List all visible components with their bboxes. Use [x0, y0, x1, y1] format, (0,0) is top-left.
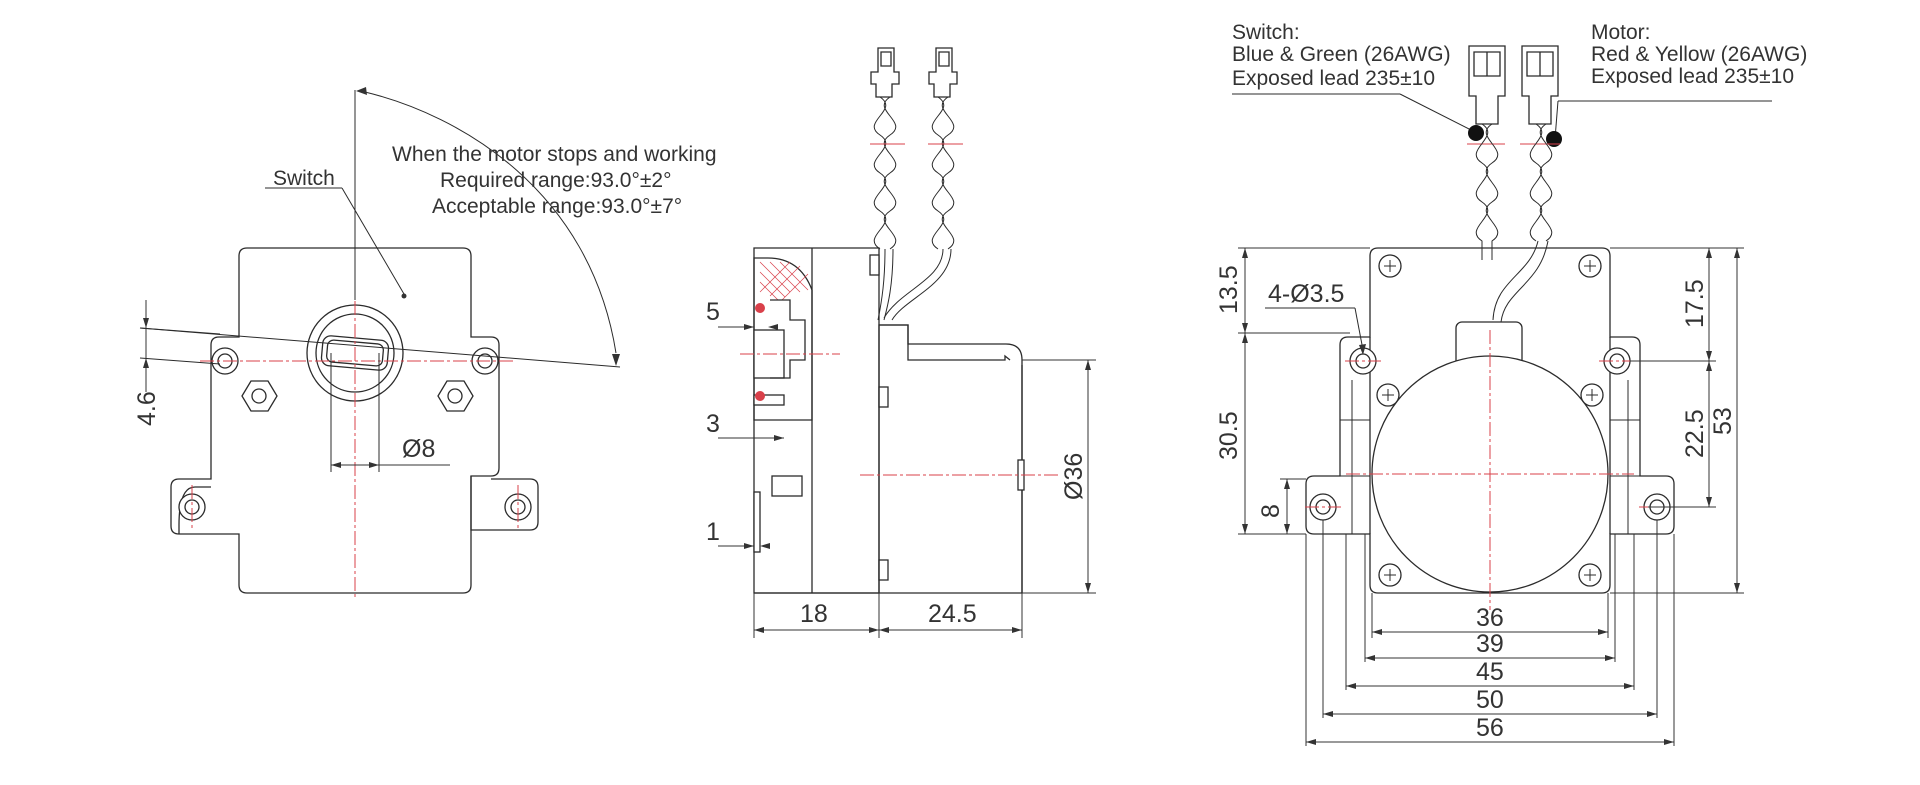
front-housing-outline — [170, 247, 500, 594]
dim-side-1: 1 — [706, 518, 720, 546]
front-lower-right-ear — [470, 476, 539, 531]
dim-back-w50: 50 — [1476, 686, 1504, 714]
switch-wires-title: Switch: — [1232, 21, 1300, 44]
angle-note-line2: Required range:93.0°±2° — [440, 169, 671, 192]
dim-back-22-5: 22.5 — [1681, 409, 1709, 458]
dim-back-53: 53 — [1709, 407, 1737, 435]
front-lower-left-ear — [178, 486, 211, 534]
back-plate — [1305, 247, 1675, 594]
switch-label: Switch — [273, 167, 335, 190]
dim-back-30-5: 30.5 — [1215, 411, 1243, 460]
dim-back-8: 8 — [1257, 504, 1285, 518]
side-connector-right — [928, 47, 958, 98]
back-view: Switch: Blue & Green (26AWG) Exposed lea… — [1215, 21, 1807, 746]
front-hex-nut-right — [437, 380, 474, 412]
back-wire-switch — [1475, 123, 1489, 260]
back-wire-motor — [1529, 123, 1543, 242]
side-motor-body — [878, 324, 1023, 594]
side-wire-left-a — [873, 96, 887, 250]
switch-wires-lead: Exposed lead 235±10 — [1232, 67, 1435, 90]
dim-back-w45: 45 — [1476, 658, 1504, 686]
motor-wires-colors: Red & Yellow (26AWG) — [1591, 43, 1807, 66]
dim-side-24-5: 24.5 — [928, 600, 977, 628]
back-connector-switch — [1468, 45, 1506, 125]
dim-back-w39: 39 — [1476, 630, 1504, 658]
dim-back-w36: 36 — [1476, 604, 1504, 632]
side-view: 5 3 1 18 24.5 Ø36 — [706, 47, 1096, 638]
motor-wires-lead: Exposed lead 235±10 — [1591, 65, 1794, 88]
dim-back-holes: 4-Ø3.5 — [1268, 280, 1344, 308]
dim-side-body-dia: Ø36 — [1060, 453, 1088, 500]
dim-back-13-5: 13.5 — [1215, 265, 1243, 314]
side-wire-right-a — [931, 96, 945, 250]
dim-side-5: 5 — [706, 298, 720, 326]
switch-wires-colors: Blue & Green (26AWG) — [1232, 43, 1451, 66]
side-connector-left — [870, 47, 900, 98]
dim-back-w56: 56 — [1476, 714, 1504, 742]
dim-side-18: 18 — [800, 600, 828, 628]
back-screws — [1376, 254, 1604, 587]
motor-wires-title: Motor: — [1591, 21, 1651, 44]
dim-back-17-5: 17.5 — [1681, 279, 1709, 328]
back-connector-motor — [1521, 45, 1559, 125]
dim-side-3: 3 — [706, 410, 720, 438]
angle-note-line1: When the motor stops and working — [392, 143, 717, 166]
dim-offset-4-6: 4.6 — [133, 391, 161, 426]
dim-shaft-dia: Ø8 — [402, 435, 435, 463]
front-hex-nut-left — [241, 380, 278, 412]
angle-note-line3: Acceptable range:93.0°±7° — [432, 195, 682, 218]
front-view: Switch When the motor stops and working … — [133, 87, 717, 598]
